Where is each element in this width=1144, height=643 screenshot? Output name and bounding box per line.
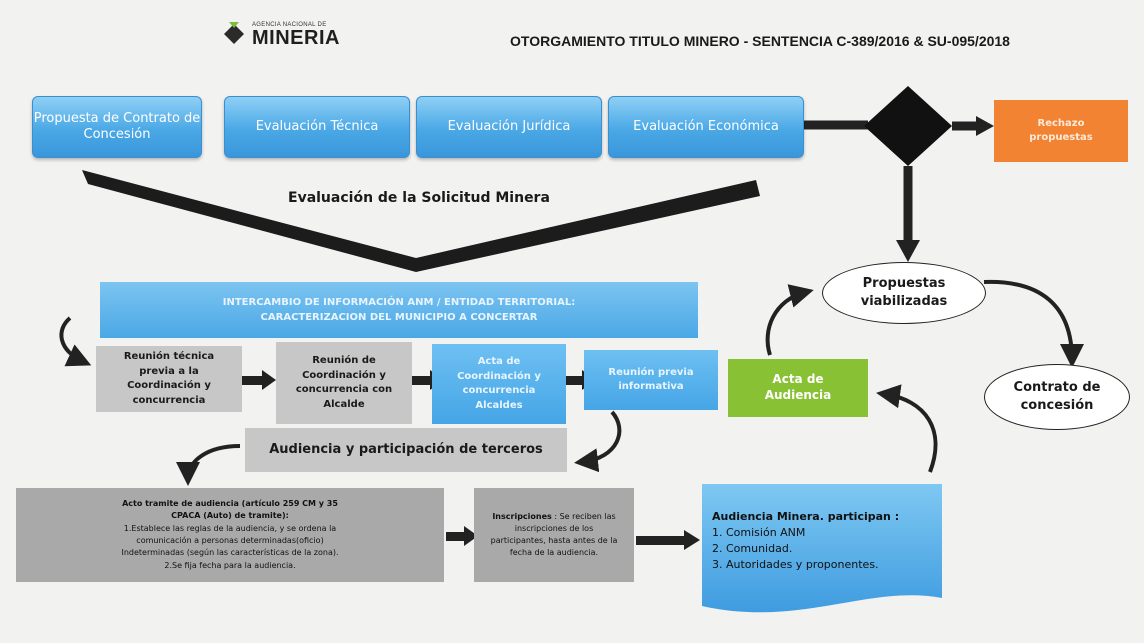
step-propuesta-contrato: Propuesta de Contrato de Concesión xyxy=(32,96,202,158)
audiencia-minera-heading: Audiencia Minera xyxy=(712,510,820,523)
acto-line1: 1.Establece las reglas de la audiencia, … xyxy=(123,523,337,533)
acta-audiencia-box: Acta de Audiencia xyxy=(728,359,868,417)
step-evaluacion-juridica: Evaluación Jurídica xyxy=(416,96,602,158)
participants-list: 1. Comisión ANM 2. Comunidad. 3. Autorid… xyxy=(712,525,942,573)
contrato-line1: Contrato de xyxy=(1013,379,1101,395)
audiencia-minera-heading-rest: . participan : xyxy=(819,510,900,523)
curve-arrow-to-acta-audiencia xyxy=(876,384,938,473)
acta-coordinacion-box: Acta de Coordinación y concurrencia Alca… xyxy=(432,344,566,424)
logo-small-text: AGENCIA NACIONAL DE xyxy=(252,22,327,28)
audiencia-minera-document-shape xyxy=(702,484,942,613)
participant-item: 1. Comisión ANM xyxy=(712,526,806,539)
rechazo-propuestas-box: Rechazo propuestas xyxy=(994,100,1128,162)
participant-item: 2. Comunidad. xyxy=(712,541,793,555)
step-evaluacion-tecnica: Evaluación Técnica xyxy=(224,96,410,158)
contrato-line2: concesión xyxy=(1020,398,1094,413)
acto-line2: comunicación a personas determinadas(ofi… xyxy=(136,536,324,545)
acta-audiencia-line1: Acta de xyxy=(772,372,824,387)
acto-heading2: CPACA (Auto) de tramite): xyxy=(171,511,289,521)
evaluation-chevron xyxy=(82,170,760,272)
viabilizadas-line2: viabilizadas xyxy=(860,294,948,309)
viabilizadas-line1: Propuestas xyxy=(862,275,946,291)
evaluation-label: Evaluación de la Solicitud Minera xyxy=(288,190,550,206)
step-evaluacion-economica: Evaluación Económica xyxy=(608,96,804,158)
audiencia-terceros-box: Audiencia y participación de terceros xyxy=(245,428,567,472)
intercambio-line2: CARACTERIZACION DEL MUNICIPIO A CONCERTA… xyxy=(260,312,538,323)
logo: AGENCIA NACIONAL DE MINERIA xyxy=(228,18,340,52)
rechazo-line2: propuestas xyxy=(1029,132,1093,143)
intercambio-line1: INTERCAMBIO DE INFORMACIÓN ANM / ENTIDAD… xyxy=(222,297,576,308)
arrow-to-viabilizadas-head xyxy=(896,240,920,262)
rechazo-line1: Rechazo xyxy=(1037,118,1085,129)
acto-line4: 2.Se fija fecha para la audiencia. xyxy=(164,560,296,570)
inscripciones-box: Inscripciones : Se reciben las inscripci… xyxy=(474,488,634,582)
curve-arrow-acta-to-viabilizadas xyxy=(765,284,814,356)
acto-tramite-box: Acto tramite de audiencia (artículo 259 … xyxy=(16,488,444,582)
acto-line3: Indeterminadas (según las característica… xyxy=(121,548,339,558)
reunion-tecnica-box: Reunión técnica previa a la Coordinación… xyxy=(96,346,242,412)
logo-main-text: MINERIA xyxy=(252,27,340,49)
page-title: OTORGAMIENTO TITULO MINERO - SENTENCIA C… xyxy=(510,33,1010,49)
decision-diamond xyxy=(864,86,952,166)
logo-icon xyxy=(224,22,244,44)
acta-audiencia-line2: Audiencia xyxy=(764,388,832,402)
curve-arrow-left-top xyxy=(59,316,92,367)
curve-arrow-to-acto xyxy=(176,444,241,486)
intercambio-informacion-band: INTERCAMBIO DE INFORMACIÓN ANM / ENTIDAD… xyxy=(100,282,698,338)
arrow-to-rechazo-head xyxy=(976,116,994,136)
curve-arrow-to-contrato xyxy=(983,279,1084,368)
inscripciones-label: Inscripciones xyxy=(492,512,552,521)
acto-heading1: Acto tramite de audiencia (artículo 259 … xyxy=(122,498,338,508)
contrato-concesion-ellipse: Contrato de concesión xyxy=(984,364,1130,430)
curve-arrow-previa-to-audiencia xyxy=(574,410,622,473)
audiencia-minera-text: Audiencia Minera. participan : 1. Comisi… xyxy=(712,510,942,573)
inscripciones-text: : Se reciben las inscripciones de los pa… xyxy=(490,512,618,557)
reunion-previa-box: Reunión previa informativa xyxy=(584,350,718,410)
participant-item: 3. Autoridades y proponentes. xyxy=(712,557,879,571)
propuestas-viabilizadas-ellipse: Propuestas viabilizadas xyxy=(822,262,986,324)
reunion-coordinacion-box: Reunión de Coordinación y concurrencia c… xyxy=(276,342,412,424)
